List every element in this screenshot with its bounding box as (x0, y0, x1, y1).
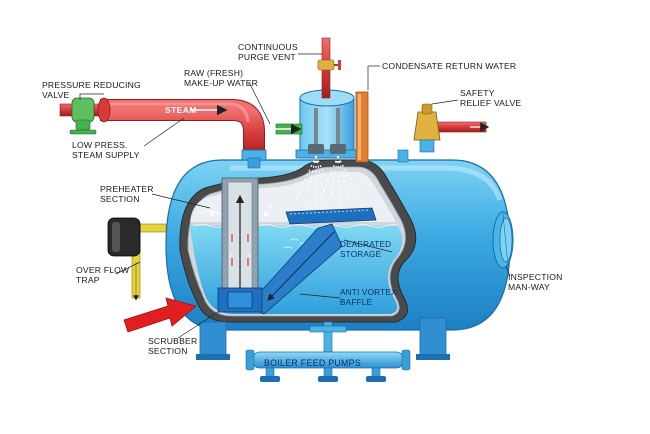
label-line: PRESSURE REDUCING (42, 80, 141, 90)
leader-lines (79, 53, 511, 339)
condensate-return-pipe (355, 91, 369, 163)
label-deaerated-storage: DEAERATED STORAGE (340, 240, 391, 260)
label-line: SECTION (148, 346, 188, 356)
spray-nozzle-icon (330, 144, 346, 154)
label-condensate-return-water: CONDENSATE RETURN WATER (382, 61, 516, 71)
label-line: PREHEATER (100, 184, 154, 194)
pump-icon (260, 367, 280, 382)
safety-relief-valve-icon (413, 103, 490, 153)
label-line: PURGE VENT (238, 52, 296, 62)
label-line: CONTINUOUS (238, 42, 298, 52)
label-steam: STEAM (165, 105, 197, 115)
label-line: INSPECTION (508, 272, 563, 282)
inflow-arrow-icon (123, 297, 197, 333)
label-line: SCRUBBER (148, 336, 198, 346)
label-line: CONDENSATE RETURN WATER (382, 61, 517, 71)
label-inspection-manway: INSPECTION MAN-WAY (508, 272, 563, 292)
label-anti-vortex-baffle: ANTI VORTEX BAFFLE (340, 288, 397, 308)
label-line: RELIEF VALVE (460, 98, 522, 108)
inspection-manway (492, 211, 514, 269)
pump-icon (318, 367, 338, 382)
label-line: MAKE-UP WATER (184, 78, 259, 88)
label-line: LOW PRESS. (72, 140, 128, 150)
feed-pump-header (245, 321, 411, 382)
makeup-water-inlet (268, 123, 303, 135)
label-line: BAFFLE (340, 298, 373, 307)
top-nozzle (397, 149, 409, 163)
label-line: STEAM SUPPLY (72, 150, 140, 160)
label-boiler-feed-pumps: BOILER FEED PUMPS (264, 358, 361, 368)
label-line: STORAGE (340, 250, 382, 259)
steam-supply-pipe (100, 99, 267, 169)
vent-dome (295, 89, 359, 159)
pressure-reducing-valve-icon (59, 97, 111, 135)
tank-supports (196, 317, 450, 360)
spray-nozzle-icon (308, 144, 324, 154)
label-line: VALVE (42, 90, 70, 100)
label-scrubber-section: SCRUBBER SECTION (148, 336, 197, 356)
overflow-trap-icon (107, 217, 167, 301)
label-line: DEAERATED (340, 240, 392, 249)
label-line: RAW (FRESH) (184, 68, 244, 78)
spray-tray (285, 207, 377, 225)
label-safety-relief-valve: SAFETY RELIEF VALVE (460, 88, 521, 108)
label-line: SECTION (100, 194, 140, 204)
label-line: ANTI VORTEX (340, 288, 397, 297)
label-continuous-purge-vent: CONTINUOUS PURGE VENT (238, 42, 298, 62)
label-raw-makeup-water: RAW (FRESH) MAKE-UP WATER (184, 68, 258, 88)
label-line: OVER FLOW (76, 265, 130, 275)
label-line: TRAP (76, 275, 100, 285)
label-low-press-steam-supply: LOW PRESS. STEAM SUPPLY (72, 140, 140, 160)
label-line: MAN-WAY (508, 282, 550, 292)
preheater-column (210, 177, 272, 313)
label-preheater-section: PREHEATER SECTION (100, 184, 154, 204)
pump-icon (366, 367, 386, 382)
label-over-flow-trap: OVER FLOW TRAP (76, 265, 129, 285)
label-pressure-reducing-valve: PRESSURE REDUCING VALVE (42, 80, 141, 100)
label-line: SAFETY (460, 88, 495, 98)
continuous-purge-vent (317, 37, 341, 99)
